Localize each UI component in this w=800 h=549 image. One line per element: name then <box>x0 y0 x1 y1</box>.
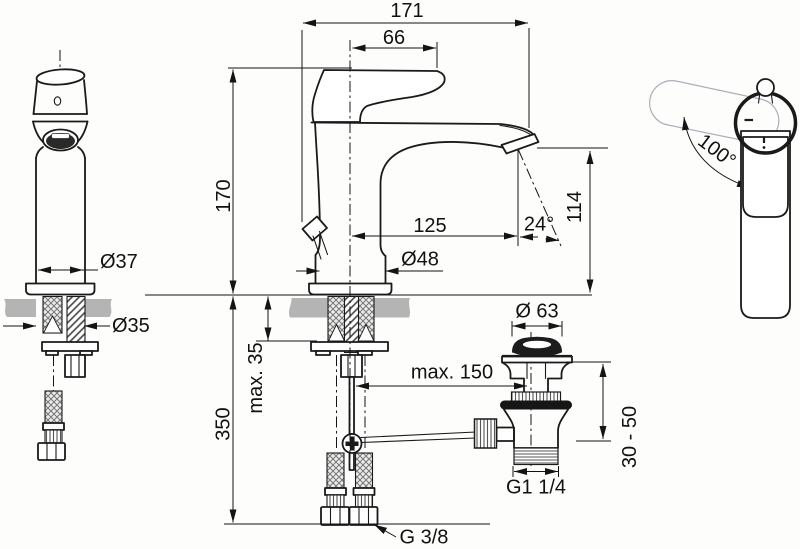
dim-handle-length-66: 66 <box>352 27 438 68</box>
dim-label-350: 350 <box>213 407 235 440</box>
dim-label-24deg: 24° <box>524 214 554 236</box>
dim-rod-reach-max150: max. 150 <box>356 362 527 390</box>
dim-basin-range-3050: 30 - 50 <box>566 361 641 468</box>
supply-hose-right <box>354 452 374 489</box>
dim-label-g114: G1 1/4 <box>506 477 566 499</box>
drain-gasket <box>500 400 572 410</box>
base-flange-front <box>25 282 96 296</box>
threaded-stud-side <box>343 295 360 354</box>
counter-section-side-right <box>374 298 410 318</box>
hose-hex-nut-left <box>320 506 350 526</box>
supply-hose-left <box>326 452 345 489</box>
dim-waste-thread-g114: G1 1/4 <box>506 466 566 499</box>
dim-label-3050: 30 - 50 <box>619 406 641 468</box>
body-front <box>35 157 86 285</box>
dim-label-o35: Ø35 <box>112 315 150 337</box>
supply-hose-front <box>44 390 63 424</box>
dim-label-max35: max. 35 <box>245 342 267 413</box>
top-view: 100° <box>649 78 798 319</box>
dim-label-o63: Ø 63 <box>515 301 558 323</box>
drain-upper-body <box>502 362 570 393</box>
dim-label-66: 66 <box>383 27 405 49</box>
dim-label-max150: max. 150 <box>411 362 493 384</box>
handle-top-front <box>35 68 86 86</box>
handle-lever <box>311 69 446 123</box>
lever-knob-top <box>756 78 775 97</box>
mounting-plate-front <box>41 341 99 352</box>
dim-base-diameter-48: Ø48 <box>296 249 443 275</box>
dim-front-body-diameter: Ø37 <box>38 251 138 274</box>
dim-deck-thickness-max35: max. 35 <box>245 296 317 414</box>
counter-section-side-left <box>289 298 328 318</box>
dim-front-mounting-hole: Ø35 <box>3 315 150 337</box>
dim-label-170: 170 <box>213 179 235 212</box>
swing-arc <box>682 116 751 188</box>
dim-label-g38: G 3/8 <box>400 527 449 549</box>
dim-total-height-170: 170 <box>213 67 352 294</box>
dim-label-100deg: 100° <box>693 130 739 172</box>
dim-spout-height-114: 114 <box>537 147 608 293</box>
dim-label-114: 114 <box>564 191 586 223</box>
dim-label-o37: Ø37 <box>100 251 138 273</box>
dim-label-125: 125 <box>413 215 446 237</box>
linkage-knurled-nut <box>473 418 498 449</box>
hose-hex-nut-front <box>37 442 66 461</box>
counter-section-left <box>4 299 36 317</box>
spout-aerator <box>500 133 540 155</box>
pop-up-rod-knob <box>301 215 328 242</box>
spout-underside <box>379 141 504 285</box>
threaded-stud-front <box>66 295 86 346</box>
dim-supply-thread-g38: G 3/8 <box>373 524 449 549</box>
dim-outlet-angle-24: 24° <box>517 149 562 247</box>
dim-label-171: 171 <box>390 0 423 22</box>
dim-plug-diameter-63: Ø 63 <box>511 301 563 337</box>
mounting-nut-side <box>340 354 363 378</box>
handle-pin-hole <box>53 96 62 106</box>
drain-linkage-rod <box>360 431 477 444</box>
drain-assembly: Ø 63 30 - 50 G1 1/4 <box>473 301 641 499</box>
dim-hose-length-350: 350 <box>213 296 490 525</box>
front-view: Ø37 Ø35 <box>3 50 150 461</box>
drain-flange <box>501 355 573 364</box>
dim-overall-length-171: 171 <box>301 0 530 222</box>
drain-lower-body <box>503 408 569 449</box>
hose-hex-nut-right <box>348 506 379 526</box>
handle-top-view <box>742 136 789 218</box>
body-left-edge <box>314 121 321 285</box>
dim-spout-reach-125: 125 <box>352 215 517 240</box>
drain-bottom-thread <box>513 447 559 466</box>
mounting-nut-front <box>64 354 86 378</box>
dim-label-o48: Ø48 <box>401 249 439 271</box>
spout-deck <box>310 121 536 137</box>
side-view: 171 66 170 125 114 24° <box>145 0 608 549</box>
counter-section-right <box>84 299 112 317</box>
